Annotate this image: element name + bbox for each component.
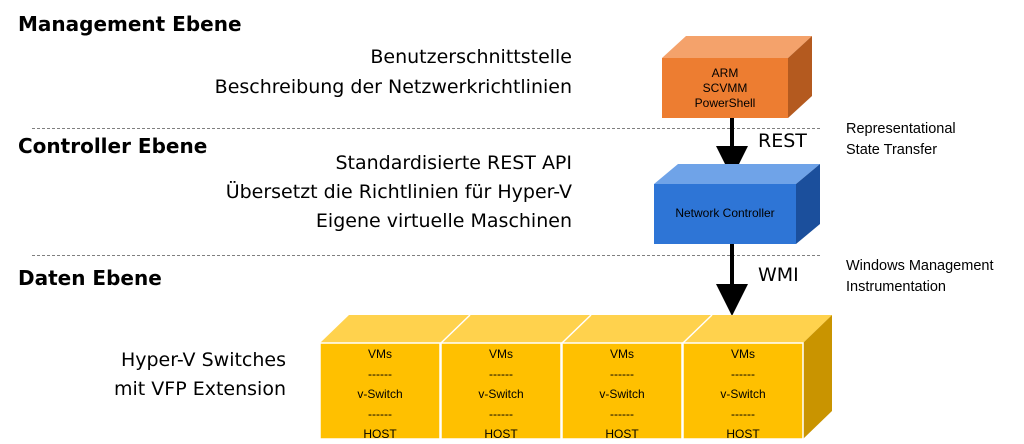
host-2-vswitch: v-Switch	[478, 387, 524, 401]
host-box-3-label: VMs ------ v-Switch ------ HOST	[563, 344, 681, 444]
network-controller-box	[654, 164, 820, 244]
host-boxes	[319, 314, 832, 440]
host-box-4-label: VMs ------ v-Switch ------ HOST	[684, 344, 802, 444]
host-box-1-label: VMs ------ v-Switch ------ HOST	[321, 344, 439, 444]
data-desc-line-1: Hyper-V Switches	[120, 349, 286, 371]
management-box	[662, 36, 812, 118]
host-box-3	[561, 342, 683, 440]
wmi-note-line-2: Instrumentation	[846, 279, 946, 295]
host-3-sep-1: ------	[610, 367, 634, 381]
rest-note-line-1: Representational	[846, 121, 956, 137]
wmi-note: Windows Management Instrumentation	[846, 256, 994, 298]
management-box-line-powershell: PowerShell	[694, 96, 756, 110]
divider-management-controller	[32, 128, 820, 129]
host-2-host: HOST	[484, 427, 518, 441]
host-box-2-label: VMs ------ v-Switch ------ HOST	[442, 344, 560, 444]
management-desc-line-1: Benutzerschnittstelle	[370, 46, 572, 68]
host-1-sep-2: ------	[368, 407, 392, 421]
host-3-host: HOST	[605, 427, 639, 441]
divider-controller-data	[32, 255, 820, 256]
data-desc-line-2: mit VFP Extension	[114, 378, 286, 400]
management-box-label: ARM SCVMM PowerShell	[662, 66, 788, 111]
host-3-vms: VMs	[610, 347, 634, 361]
host-4-host: HOST	[726, 427, 760, 441]
management-desc-line-2: Beschreibung der Netzwerkrichtlinien	[214, 76, 572, 98]
controller-layer-title: Controller Ebene	[18, 134, 208, 158]
rest-note-line-2: State Transfer	[846, 142, 938, 158]
host-1-vms: VMs	[368, 347, 392, 361]
host-3-vswitch: v-Switch	[599, 387, 645, 401]
data-layer-title: Daten Ebene	[18, 266, 162, 290]
rest-note: Representational State Transfer	[846, 119, 956, 161]
host-4-sep-1: ------	[731, 367, 755, 381]
host-1-host: HOST	[363, 427, 397, 441]
wmi-note-line-1: Windows Management	[846, 258, 994, 274]
controller-desc-line-2: Übersetzt die Richtlinien für Hyper-V	[225, 181, 572, 203]
host-4-sep-2: ------	[731, 407, 755, 421]
host-2-sep-1: ------	[489, 367, 513, 381]
controller-desc-line-3: Eigene virtuelle Maschinen	[315, 210, 572, 232]
host-4-vswitch: v-Switch	[720, 387, 766, 401]
controller-desc-line-1: Standardisierte REST API	[335, 152, 572, 174]
wmi-label: WMI	[758, 264, 799, 286]
host-4-vms: VMs	[731, 347, 755, 361]
rest-label: REST	[758, 130, 807, 152]
management-box-line-scvmm: SCVMM	[702, 81, 748, 95]
host-2-sep-2: ------	[489, 407, 513, 421]
host-box-2	[440, 342, 562, 440]
management-box-line-arm: ARM	[711, 66, 739, 80]
host-2-vms: VMs	[489, 347, 513, 361]
host-1-sep-1: ------	[368, 367, 392, 381]
management-layer-title: Management Ebene	[18, 12, 242, 36]
network-controller-label: Network Controller	[675, 206, 775, 220]
host-box-4	[682, 342, 804, 440]
host-box-1	[319, 342, 441, 440]
host-3-sep-2: ------	[610, 407, 634, 421]
host-1-vswitch: v-Switch	[357, 387, 403, 401]
